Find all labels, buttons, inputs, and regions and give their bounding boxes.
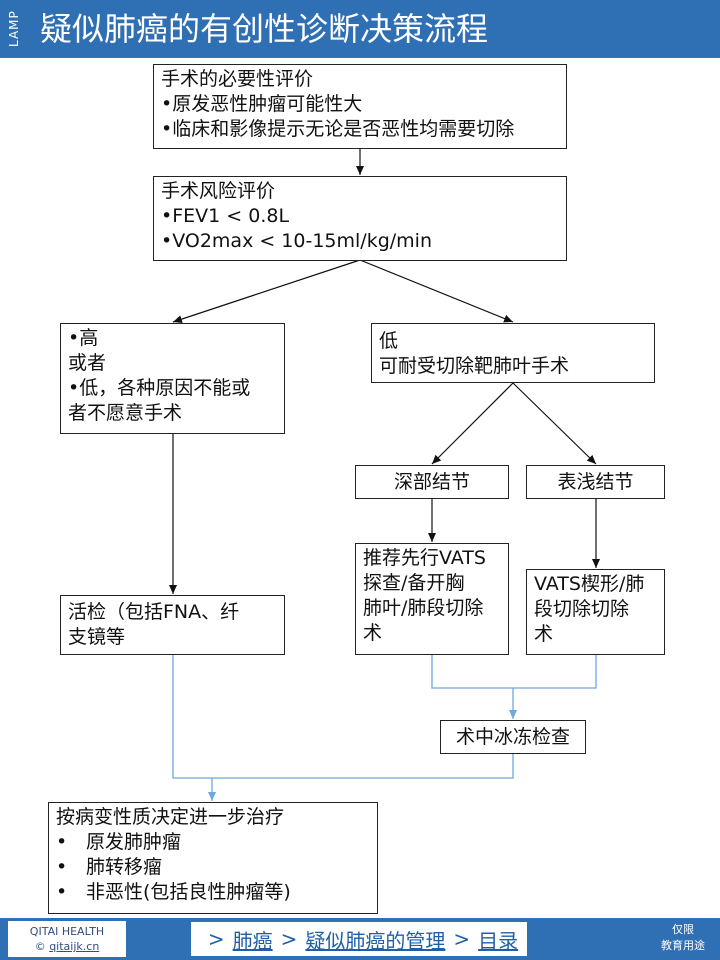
brand-name: QITAI HEALTH xyxy=(29,925,105,938)
vats-explore-line: 探查/备开胸 xyxy=(363,572,465,594)
necessity-line: 手术的必要性评价 xyxy=(161,68,314,90)
treatment-item-label: 肺转移瘤 xyxy=(86,856,163,878)
header-bar: LAMP 疑似肺癌的有创性诊断决策流程 xyxy=(0,0,720,58)
treatment-title: 按病变性质决定进一步治疗 xyxy=(56,806,285,828)
bullet-mark: • xyxy=(56,856,68,878)
high-risk-box: •高 或者 •低，各种原因不能或 者不愿意手术 xyxy=(60,323,285,434)
brand-logo: QITAI HEALTH © qitaijk.cn xyxy=(8,921,126,957)
superficial-nodule-box: 表浅结节 xyxy=(526,465,665,499)
risk-evaluation-box: 手术风险评价 •FEV1 < 0.8L •VO2max < 10-15ml/kg… xyxy=(153,176,567,261)
breadcrumb-link-suspected-management[interactable]: 疑似肺癌的管理 xyxy=(305,928,446,953)
bullet-mark: • xyxy=(56,881,68,903)
deep-nodule-box: 深部结节 xyxy=(355,465,509,499)
deep-nodule-label: 深部结节 xyxy=(393,470,470,493)
high-risk-line: 者不愿意手术 xyxy=(68,402,183,424)
biopsy-box: 活检（包括FNA、纤 支镜等 xyxy=(60,595,285,655)
necessity-line: •临床和影像提示无论是否恶性均需要切除 xyxy=(161,118,515,140)
treatment-item-label: 非恶性(包括良性肿瘤等) xyxy=(86,881,291,903)
treatment-box: 按病变性质决定进一步治疗 • 原发肺肿瘤 • 肺转移瘤 • 非恶性(包括良性肿瘤等) xyxy=(48,802,378,914)
risk-line: •FEV1 < 0.8L xyxy=(161,205,290,227)
breadcrumb-separator: > xyxy=(280,927,298,951)
frozen-section-box: 术中冰冻检查 xyxy=(440,720,586,754)
treatment-item: • 非恶性(包括良性肿瘤等) xyxy=(56,880,370,905)
breadcrumb: > 肺癌 > 疑似肺癌的管理 > 目录 xyxy=(190,921,528,957)
vats-wedge-box: VATS楔形/肺 段切除切除 术 xyxy=(526,569,665,655)
education-use-note: 仅限 教育用途 xyxy=(650,922,716,956)
low-risk-line: 可耐受切除靶肺叶手术 xyxy=(379,355,570,377)
connector-surgery-to-frozen xyxy=(431,655,597,689)
low-risk-line: 低 xyxy=(379,330,399,352)
biopsy-line: 活检（包括FNA、纤 xyxy=(68,601,240,623)
vats-explore-box: 推荐先行VATS 探查/备开胸 肺叶/肺段切除 术 xyxy=(355,543,509,655)
vats-wedge-line: VATS楔形/肺 xyxy=(534,573,645,595)
superficial-nodule-label: 表浅结节 xyxy=(557,470,634,493)
arrow-low-to-superficial xyxy=(512,382,597,465)
treatment-item: • 肺转移瘤 xyxy=(56,855,370,880)
risk-line: 手术风险评价 xyxy=(161,180,276,202)
vats-explore-line: 术 xyxy=(363,622,383,644)
vats-explore-line: 推荐先行VATS xyxy=(363,547,486,569)
brand-site-link[interactable]: qitaijk.cn xyxy=(49,940,100,953)
vats-wedge-line: 段切除切除 xyxy=(534,598,630,620)
breadcrumb-link-lung-cancer[interactable]: 肺癌 xyxy=(232,928,273,953)
high-risk-line: 或者 xyxy=(68,352,107,374)
treatment-item-label: 原发肺肿瘤 xyxy=(86,831,182,853)
breadcrumb-link-contents[interactable]: 目录 xyxy=(478,928,519,953)
risk-line: •VO2max < 10-15ml/kg/min xyxy=(161,230,433,252)
breadcrumb-separator: > xyxy=(207,927,225,951)
biopsy-line: 支镜等 xyxy=(68,626,126,648)
brand-copyright-line: © qitaijk.cn xyxy=(8,939,126,954)
high-risk-line: •高 xyxy=(68,327,99,349)
arrow-risk-to-high xyxy=(172,259,361,323)
breadcrumb-separator: > xyxy=(453,927,471,951)
education-note-line: 仅限 xyxy=(672,923,694,936)
arrow-low-to-deep xyxy=(431,382,514,465)
low-risk-box: 低 可耐受切除靶肺叶手术 xyxy=(371,323,655,383)
necessity-evaluation-box: 手术的必要性评价 •原发恶性肿瘤可能性大 •临床和影像提示无论是否恶性均需要切除 xyxy=(153,64,567,149)
treatment-item: • 原发肺肿瘤 xyxy=(56,830,370,855)
bullet-mark: • xyxy=(56,831,68,853)
page-title: 疑似肺癌的有创性诊断决策流程 xyxy=(40,10,489,48)
vats-wedge-line: 术 xyxy=(534,623,554,645)
frozen-section-label: 术中冰冻检查 xyxy=(455,725,570,748)
education-note-line: 教育用途 xyxy=(661,939,705,952)
high-risk-line: •低，各种原因不能或 xyxy=(68,377,251,399)
copyright-symbol: © xyxy=(34,940,46,953)
connector-to-treatment xyxy=(172,655,514,779)
vats-explore-line: 肺叶/肺段切除 xyxy=(363,597,484,619)
arrow-risk-to-low xyxy=(359,259,514,323)
footer-bar: QITAI HEALTH © qitaijk.cn > 肺癌 > 疑似肺癌的管理… xyxy=(0,918,720,960)
necessity-line: •原发恶性肿瘤可能性大 xyxy=(161,93,363,115)
